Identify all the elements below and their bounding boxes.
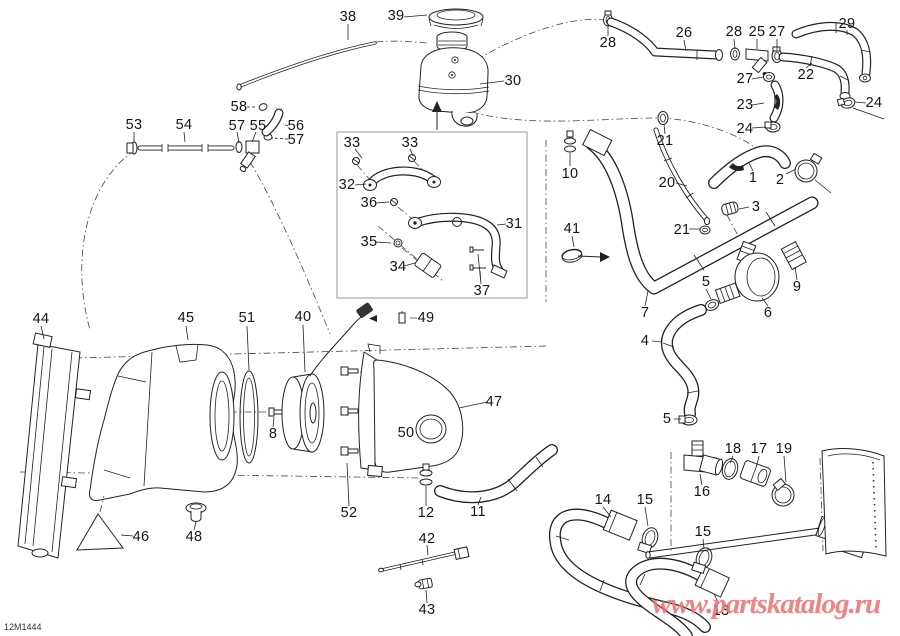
clamp-15b xyxy=(691,547,713,575)
body-panel xyxy=(821,448,887,557)
radiator-fan-assembly xyxy=(17,302,558,590)
cover-47 xyxy=(358,343,464,478)
position-arrow-up xyxy=(432,101,442,112)
metal-pipe xyxy=(645,527,823,559)
clip-43 xyxy=(414,577,433,590)
tank-body xyxy=(418,47,489,114)
screw-8 xyxy=(268,407,283,417)
clamp-58 xyxy=(258,103,268,111)
clamp-57a xyxy=(235,141,243,153)
clamp-10 xyxy=(564,130,576,153)
radiator-44 xyxy=(17,332,92,559)
fitting-17 xyxy=(739,460,771,487)
leader-lines xyxy=(40,14,867,605)
clamp-5b xyxy=(678,414,698,426)
seal-ring-51 xyxy=(239,370,259,464)
fitting-9 xyxy=(780,240,807,271)
nut-35 xyxy=(393,238,403,248)
watermark: www.partskatalog.ru xyxy=(652,588,881,620)
damper-34 xyxy=(414,252,442,278)
clamp-21a xyxy=(657,111,669,125)
hose-20 xyxy=(653,127,709,222)
ring-18 xyxy=(721,458,739,480)
bolts-52 xyxy=(340,366,359,456)
fitting-55 xyxy=(245,140,260,154)
lower-hoses xyxy=(548,440,887,636)
fan-40 xyxy=(281,302,377,453)
clamp-19 xyxy=(771,477,795,507)
wire-connector xyxy=(356,302,373,318)
fan-wire xyxy=(309,312,367,377)
clamp-24a xyxy=(764,121,781,133)
clamp-28b xyxy=(730,47,740,61)
bracket-inset-box xyxy=(336,131,528,299)
strap-42 xyxy=(378,546,470,573)
expansion-tank xyxy=(417,8,490,130)
clamp-21b xyxy=(699,225,711,235)
push-plug-48 xyxy=(185,502,207,523)
fan-shroud-45 xyxy=(89,343,238,501)
pump-assembly xyxy=(561,128,819,426)
screw-49 xyxy=(398,311,406,324)
clamp-27b xyxy=(763,72,775,82)
clamp-2 xyxy=(794,152,832,194)
clamp-24b xyxy=(836,97,885,120)
fitting-cluster-53-58 xyxy=(126,103,289,172)
tee-fitting-16 xyxy=(683,440,724,476)
connector-arrow xyxy=(369,315,377,322)
pins-37 xyxy=(469,246,486,285)
seal-disc-41 xyxy=(561,248,583,263)
drawing-code: 12M1444 xyxy=(4,622,42,632)
top-right-hoses xyxy=(564,10,885,235)
clamp-12 xyxy=(419,463,433,486)
cap-3 xyxy=(721,201,739,216)
mud-flap-46 xyxy=(76,513,124,551)
vent-hose-38 xyxy=(236,41,377,91)
tank-cap xyxy=(428,8,484,26)
tee-fitting-25 xyxy=(745,48,769,62)
clamp-15a xyxy=(637,527,659,555)
water-pump-6 xyxy=(714,240,780,305)
